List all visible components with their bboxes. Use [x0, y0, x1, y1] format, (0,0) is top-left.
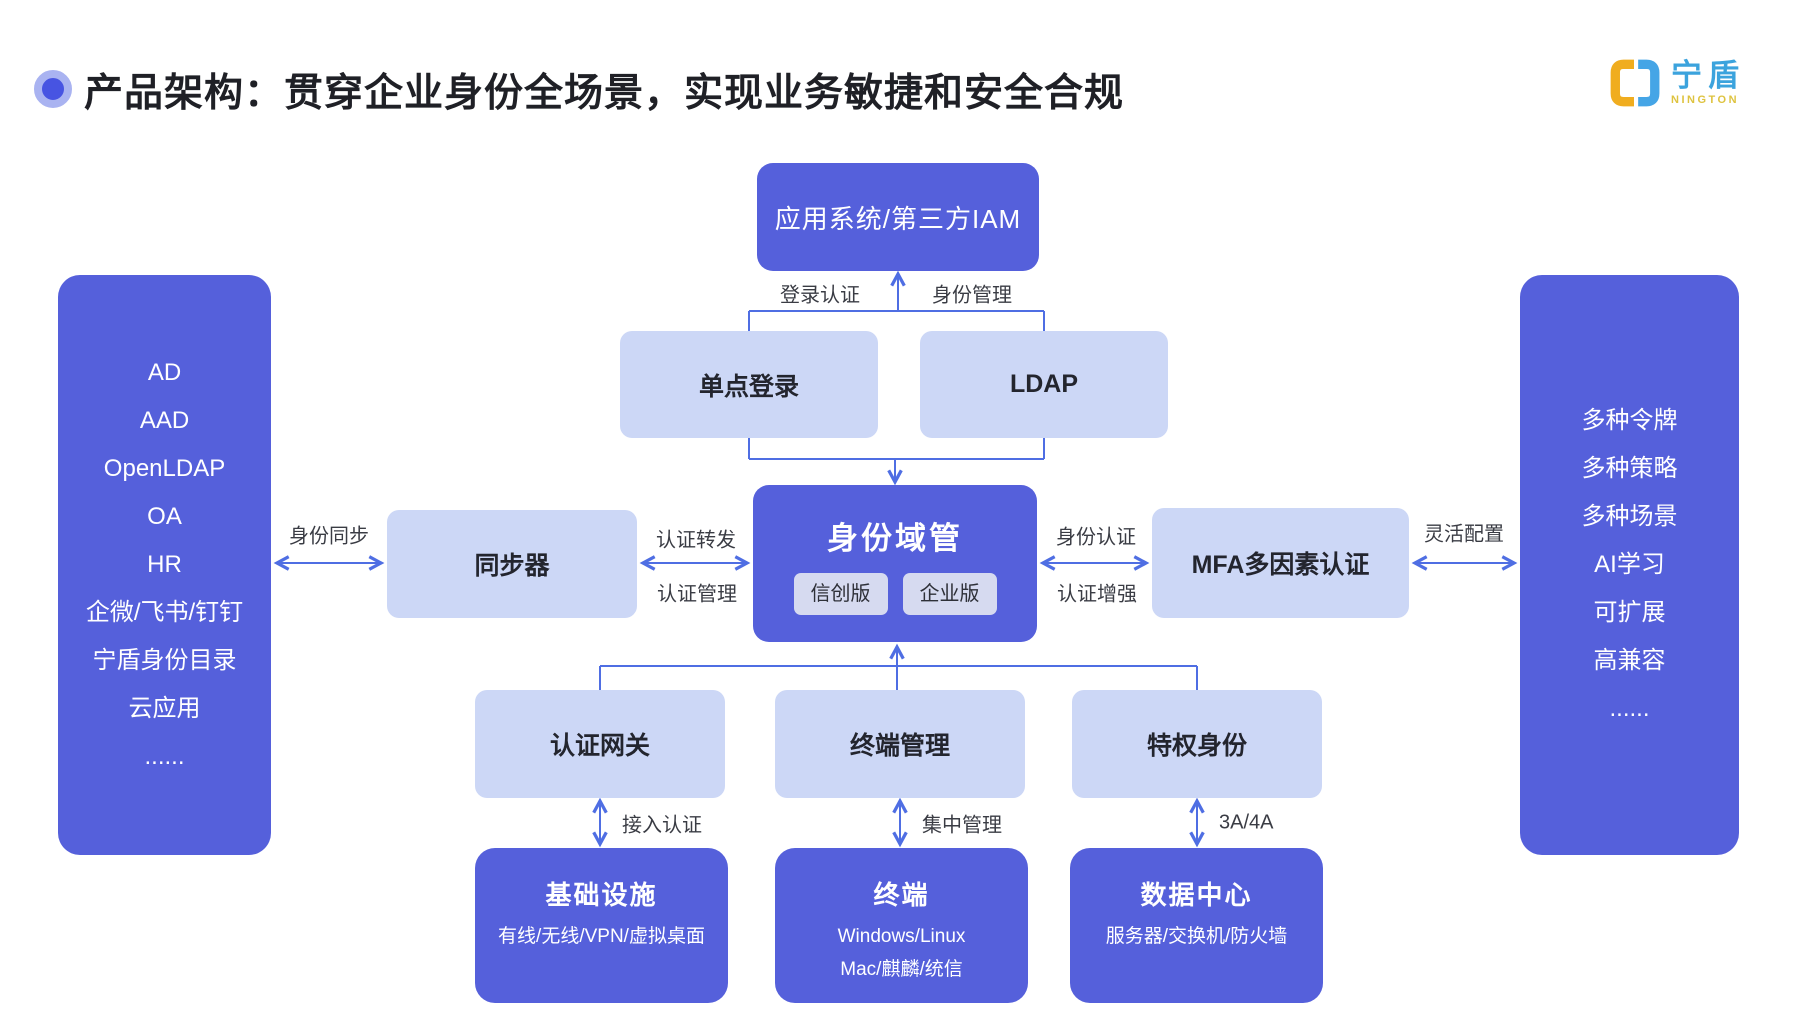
- edge-label-central-mgmt: 集中管理: [922, 814, 1002, 837]
- page-title: 产品架构：贯穿企业身份全场景，实现业务敏捷和安全合规: [84, 72, 1125, 115]
- node-app-label: 应用系统/第三方IAM: [774, 203, 1022, 234]
- infra-lines: 有线/无线/VPN/虚拟桌面: [498, 920, 705, 953]
- badge-xinchuang-edition: 信创版: [793, 572, 888, 615]
- list-item: HR: [147, 551, 182, 578]
- idm-badges: 信创版 企业版: [793, 572, 997, 615]
- node-idm-label: 身份域管: [827, 520, 963, 556]
- list-item: 有线/无线/VPN/虚拟桌面: [498, 926, 705, 947]
- node-identity-sources: AD AAD OpenLDAP OA HR 企微/飞书/钉钉宁盾身份目录云应用......: [58, 275, 271, 855]
- list-item: ......: [1609, 695, 1650, 722]
- logo-subname: NINGTON: [1671, 94, 1740, 106]
- node-infrastructure: 基础设施 有线/无线/VPN/虚拟桌面: [475, 848, 728, 1003]
- list-item: 企微/飞书/钉钉: [85, 599, 244, 626]
- node-endpoint-label: 终端管理: [849, 732, 950, 760]
- list-item: 云应用: [128, 695, 201, 722]
- node-gateway-label: 认证网关: [549, 732, 650, 760]
- list-item: ......: [144, 743, 185, 770]
- edge-label-identity-mgmt: 身份管理: [932, 284, 1012, 307]
- node-endpoint-mgmt: 终端管理: [775, 690, 1025, 798]
- edge-label-auth-enhance: 认证增强: [1057, 583, 1137, 606]
- node-pam-label: 特权身份: [1146, 732, 1247, 760]
- mfa-features-list: 多种令牌多种策略多种场景 AI学习可扩展高兼容......: [1582, 397, 1678, 733]
- node-infra-title: 基础设施: [545, 880, 658, 910]
- node-datacenter: 数据中心 服务器/交换机/防火墙: [1070, 848, 1323, 1003]
- edge-label-3a4a: 3A/4A: [1219, 811, 1274, 834]
- list-item: AAD: [139, 407, 190, 434]
- badge-enterprise-edition: 企业版: [902, 572, 997, 615]
- node-sync-label: 同步器: [474, 552, 550, 580]
- list-item: Mac/麒麟/统信: [840, 959, 963, 980]
- list-item: 多种场景: [1581, 503, 1678, 530]
- edge-label-identity-auth: 身份认证: [1056, 526, 1136, 549]
- list-item: 高兼容: [1593, 647, 1666, 674]
- list-item: 宁盾身份目录: [92, 647, 237, 674]
- list-item: OA: [147, 503, 182, 530]
- node-sso: 单点登录: [620, 331, 878, 438]
- list-item: AI学习: [1594, 551, 1665, 578]
- node-identity-domain: 身份域管 信创版 企业版: [753, 485, 1037, 642]
- node-synchronizer: 同步器: [387, 510, 637, 618]
- node-mfa: MFA多因素认证: [1152, 508, 1409, 618]
- logo: 宁盾 NINGTON: [1607, 56, 1745, 110]
- list-item: 多种令牌: [1581, 407, 1678, 434]
- node-sso-label: 单点登录: [698, 372, 799, 401]
- edge-label-access-auth: 接入认证: [622, 814, 702, 837]
- list-item: Windows/Linux: [837, 926, 966, 947]
- logo-text: 宁盾 NINGTON: [1671, 60, 1745, 106]
- list-item: 服务器/交换机/防火墙: [1105, 926, 1288, 947]
- datacenter-lines: 服务器/交换机/防火墙: [1106, 920, 1288, 953]
- edge-label-auth-mgmt: 认证管理: [657, 583, 737, 606]
- list-item: 可扩展: [1593, 599, 1666, 626]
- node-auth-gateway: 认证网关: [475, 690, 725, 798]
- identity-sources-list: AD AAD OpenLDAP OA HR 企微/飞书/钉钉宁盾身份目录云应用......: [86, 349, 243, 781]
- edge-label-flexible-config: 灵活配置: [1424, 523, 1504, 546]
- node-datacenter-title: 数据中心: [1140, 880, 1253, 910]
- edge-label-login-auth: 登录认证: [780, 284, 860, 307]
- node-privileged-identity: 特权身份: [1072, 690, 1322, 798]
- node-mfa-label: MFA多因素认证: [1191, 551, 1370, 579]
- list-item: 多种策略: [1581, 455, 1678, 482]
- logo-name: 宁盾: [1671, 58, 1745, 93]
- node-mfa-features: 多种令牌多种策略多种场景 AI学习可扩展高兼容......: [1520, 275, 1739, 855]
- node-ldap: LDAP: [920, 331, 1168, 438]
- node-ldap-label: LDAP: [1009, 370, 1079, 398]
- title-bullet-icon: [34, 70, 72, 108]
- list-item: AD: [147, 359, 182, 386]
- list-item: OpenLDAP: [103, 455, 226, 482]
- edge-label-auth-forward: 认证转发: [656, 529, 736, 552]
- node-terminal-title: 终端: [873, 880, 930, 910]
- logo-icon: [1610, 59, 1660, 107]
- node-app-systems: 应用系统/第三方IAM: [757, 163, 1039, 271]
- edge-label-identity-sync: 身份同步: [289, 525, 369, 548]
